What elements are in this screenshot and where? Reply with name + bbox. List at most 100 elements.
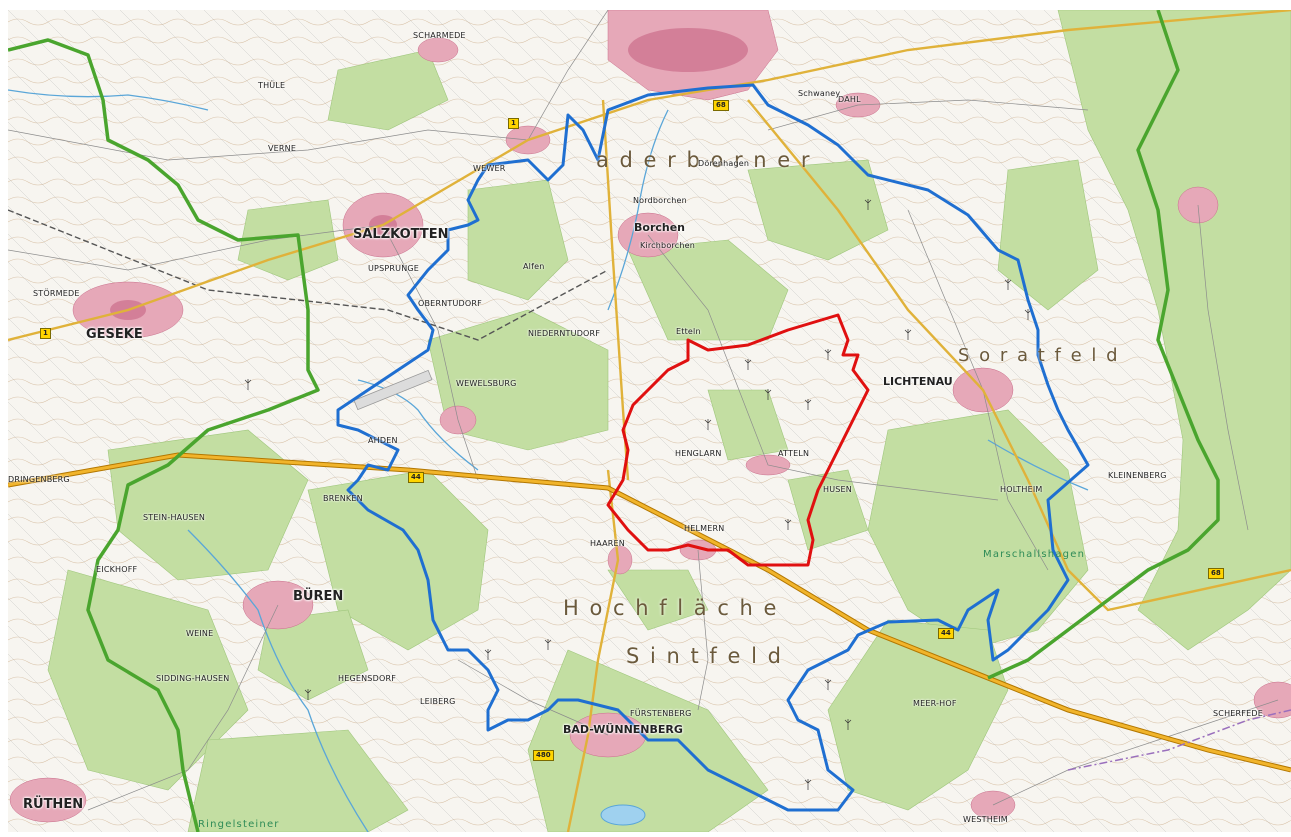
forest-patch — [867, 409, 1089, 651]
town-label-husen[interactable]: HUSEN — [823, 485, 852, 494]
settlement-small — [1253, 681, 1291, 719]
town-label-nordborchen[interactable]: Nordborchen — [633, 196, 687, 205]
map-canvas[interactable] — [8, 10, 1291, 832]
town-label-bad-wuennenberg[interactable]: BAD-WÜNNENBERG — [563, 723, 683, 736]
town-label-leiberg[interactable]: LEIBERG — [420, 697, 456, 706]
town-label-siddinghausen[interactable]: SIDDING-HAUSEN — [156, 674, 230, 683]
wind-turbine-markers — [244, 199, 1032, 790]
road-minor — [8, 129, 529, 161]
road-minor — [767, 99, 1089, 131]
forest-areas — [47, 10, 1291, 832]
map-frame[interactable]: a d e r b o r n e r H o c h f l ä c h e … — [8, 10, 1291, 832]
turbine-icon — [804, 399, 812, 410]
settlement-ruethen — [9, 777, 87, 823]
town-label-etteln[interactable]: Etteln — [676, 327, 701, 336]
town-label-verne[interactable]: VERNE — [268, 144, 297, 153]
district-boundary-west — [8, 38, 320, 832]
town-label-weine[interactable]: WEINE — [186, 629, 214, 638]
settlement-small — [607, 545, 633, 575]
town-label-atteln[interactable]: ATTELN — [778, 449, 810, 458]
town-label-ahden[interactable]: AHDEN — [368, 436, 398, 445]
town-label-geseke[interactable]: GESEKE — [86, 327, 143, 342]
road-minor — [992, 699, 1279, 806]
region-label-paderborner: a d e r b o r n e r — [596, 148, 812, 172]
road-badge-b1-west: 1 — [40, 328, 51, 339]
town-label-kleinenberg[interactable]: KLEINENBERG — [1108, 471, 1167, 480]
aabach-reservoir — [600, 804, 646, 826]
town-label-steinhausen[interactable]: STEIN-HAUSEN — [143, 513, 206, 522]
water-features — [8, 89, 1089, 832]
stream-east — [987, 439, 1089, 491]
turbine-icon — [1004, 279, 1012, 290]
town-label-haaren[interactable]: HAAREN — [590, 539, 625, 548]
road-minor — [527, 10, 609, 141]
town-label-salzkotten[interactable]: SALZKOTTEN — [353, 227, 449, 242]
town-label-oberntudorf[interactable]: OBERNTUDORF — [418, 299, 482, 308]
turbine-icon — [824, 679, 832, 690]
town-label-holtheim[interactable]: HOLTHEIM — [1000, 485, 1043, 494]
settlement-small — [417, 37, 459, 63]
road-badge-b68-east: 68 — [1208, 568, 1224, 579]
town-label-scherfede[interactable]: SCHERFEDE — [1213, 709, 1263, 718]
town-label-kirchborchen[interactable]: Kirchborchen — [640, 241, 695, 250]
region-label-soratfeld: S o r a t f e l d — [958, 345, 1120, 366]
turbine-icon — [784, 519, 792, 530]
town-label-doerenhagen[interactable]: Dörenhagen — [698, 159, 750, 168]
town-label-henglarn[interactable]: HENGLARN — [675, 449, 722, 458]
settlement-cores — [110, 28, 748, 320]
town-label-niederntudorf[interactable]: NIEDERNTUDORF — [528, 329, 601, 338]
town-label-bueren[interactable]: BÜREN — [293, 589, 344, 604]
study-area-boundary-blue — [336, 83, 1090, 812]
town-label-helmern[interactable]: HELMERN — [684, 524, 725, 533]
town-label-stoermede[interactable]: STÖRMEDE — [33, 289, 80, 298]
town-label-borchen[interactable]: Borchen — [634, 221, 686, 234]
town-label-dringenberg[interactable]: DRINGENBERG — [8, 475, 70, 484]
motorway — [8, 452, 1291, 773]
river-alme-north — [607, 109, 669, 311]
town-label-lichtenau[interactable]: LICHTENAU — [883, 375, 953, 388]
turbine-icon — [304, 689, 312, 700]
road-badge-a44-west: 44 — [408, 472, 424, 483]
forest-patch — [607, 569, 709, 631]
minor-roads — [8, 10, 1279, 811]
district-boundary-east — [987, 10, 1220, 680]
forest-label-ringelsteiner: Ringelsteiner — [198, 819, 280, 830]
turbine-icon — [804, 779, 812, 790]
town-label-fuerstenberg[interactable]: FÜRSTENBERG — [630, 709, 692, 718]
town-label-ruethen[interactable]: RÜTHEN — [23, 797, 84, 812]
town-label-thuele[interactable]: THÜLE — [258, 81, 286, 90]
road-minor — [457, 659, 609, 736]
road-minor — [87, 604, 279, 811]
town-label-alfen[interactable]: Alfen — [523, 262, 545, 271]
river-alme — [187, 529, 369, 832]
forest-patch — [707, 389, 789, 461]
town-label-westheim[interactable]: WESTHEIM — [963, 815, 1008, 824]
road-badge-b1-north: 1 — [508, 118, 519, 129]
town-label-wewelsburg[interactable]: WEWELSBURG — [456, 379, 517, 388]
town-label-upsprunge[interactable]: UPSPRUNGE — [368, 264, 420, 273]
town-label-hegensdorf[interactable]: HEGENSDORF — [338, 674, 397, 683]
road-minor — [382, 224, 479, 481]
turbine-icon — [544, 639, 552, 650]
town-label-eickhoff[interactable]: EICKHOFF — [96, 565, 138, 574]
river-lippe — [8, 89, 209, 111]
turbine-icon — [744, 359, 752, 370]
forest-patch — [1057, 10, 1291, 651]
settlement-core — [628, 28, 748, 72]
town-label-scharmede[interactable]: SCHARMEDE — [413, 31, 466, 40]
turbine-icon — [844, 719, 852, 730]
town-label-dahl[interactable]: DAHL — [838, 95, 861, 104]
road-minor — [907, 209, 1049, 571]
town-label-wewer[interactable]: WEWER — [473, 164, 506, 173]
state-boundary — [1067, 709, 1291, 771]
town-label-meerhof[interactable]: MEER-HOF — [913, 699, 957, 708]
town-label-schwaney[interactable]: Schwaney — [798, 89, 841, 98]
forest-patch — [257, 609, 369, 701]
turbine-icon — [824, 349, 832, 360]
forest-patch — [237, 199, 339, 281]
town-label-brenken[interactable]: BRENKEN — [323, 494, 363, 503]
turbine-icon — [904, 329, 912, 340]
airport-runway — [353, 369, 433, 411]
railway-line — [8, 209, 609, 341]
focus-area-boundary-red — [606, 313, 870, 567]
